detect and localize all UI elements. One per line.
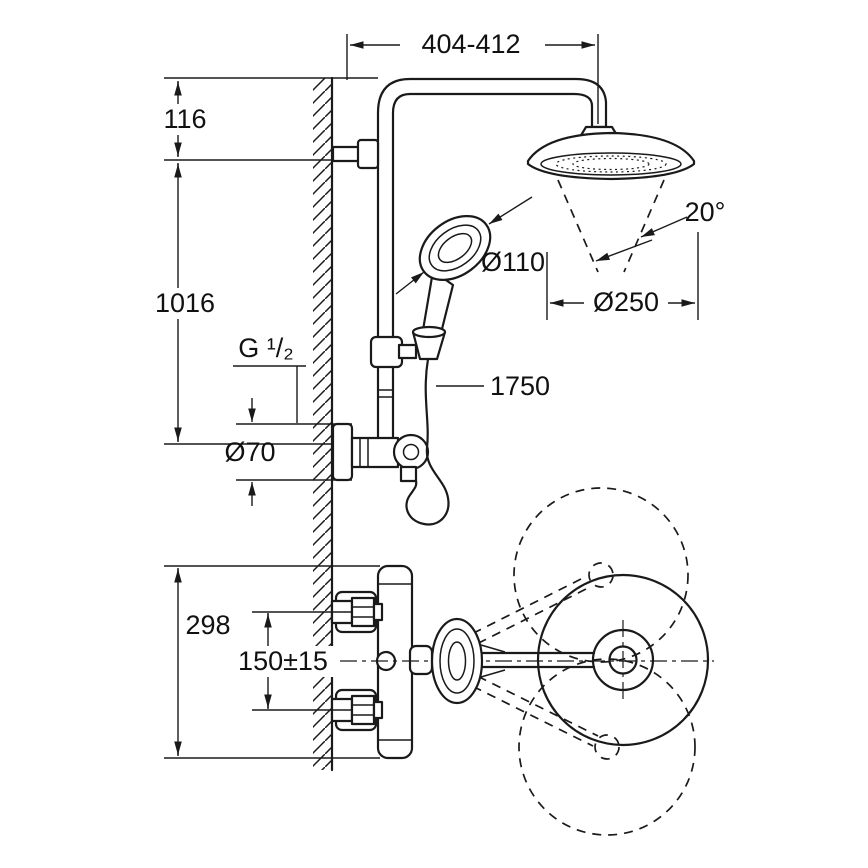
dimensions: 404-412 116 1016 G ¹/₂ (147, 29, 726, 759)
dim-top-width-label: 404-412 (421, 29, 520, 59)
dim-spray-angle-label: 20° (685, 197, 726, 227)
head-shower-face (540, 152, 682, 176)
dim-headshower-dia: Ø250 (546, 232, 699, 320)
plan-view (330, 487, 714, 836)
dim-connection-spacing-label: 150±15 (238, 646, 328, 676)
dim-hose-length: 1750 (436, 371, 550, 401)
spray-cone (557, 179, 665, 273)
shower-hose (405, 357, 450, 526)
elevation-view (331, 77, 696, 526)
dim-handshower-dia: Ø110 (395, 196, 545, 295)
dim-head-offset-label: 116 (163, 104, 206, 134)
head-shower (526, 131, 696, 181)
hose-nipple (399, 465, 418, 483)
hand-shower-plan (430, 617, 506, 705)
swivel-range-dashed (429, 487, 696, 836)
dim-hose-length-label: 1750 (490, 371, 550, 401)
temperature-knob (392, 433, 430, 471)
wall-bracket (331, 138, 380, 170)
head-shower-plan (536, 573, 710, 747)
dim-headshower-dia-label: Ø250 (593, 287, 659, 317)
dim-thread: G ¹/₂ (233, 333, 306, 423)
dim-thread-label: G ¹/₂ (238, 333, 293, 363)
dim-spray-angle: 20° (595, 197, 726, 262)
dim-column-height-label: 1016 (155, 288, 215, 318)
dim-connection-spacing: 150±15 (229, 611, 352, 711)
glide-clamp (369, 335, 404, 369)
thermostat-valve (331, 422, 430, 482)
hand-shower (369, 215, 492, 369)
wall-connection-bottom (330, 688, 384, 732)
dim-valve-width: 298 (164, 565, 380, 759)
dim-head-offset: 116 (156, 77, 378, 161)
dim-column-height: 1016 (147, 163, 332, 445)
dim-escutcheon-dia-label: Ø70 (224, 437, 275, 467)
dim-handshower-dia-label: Ø110 (481, 247, 545, 277)
arm-pivot (408, 644, 434, 676)
dim-valve-width-label: 298 (185, 610, 230, 640)
dim-top-width: 404-412 (346, 29, 599, 124)
dim-escutcheon-dia: Ø70 (224, 398, 352, 506)
wall-connection-top (330, 590, 384, 634)
